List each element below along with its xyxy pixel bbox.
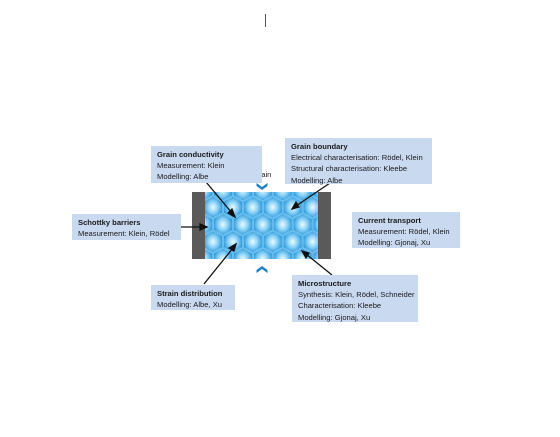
grain (213, 213, 233, 236)
grain (205, 196, 223, 219)
box-line: Measurement: Rödel, Klein (358, 227, 450, 237)
grain (302, 230, 318, 253)
box-line: Modelling: Albe, Xu (157, 300, 223, 310)
grain (205, 248, 213, 259)
arrowhead-strain-distribution (227, 242, 238, 252)
strain-label: strain (253, 170, 272, 179)
schottky-barriers-box: Schottky barriers Measurement: Klein, Rö… (72, 214, 181, 240)
grain (292, 213, 313, 236)
grain (253, 213, 273, 236)
grain-boundary-box: Grain boundary Electrical characterisati… (285, 138, 432, 185)
box-title: Schottky barriers (78, 218, 141, 227)
grain (205, 230, 223, 253)
grain (205, 214, 213, 235)
box-title: Grain conductivity (157, 150, 224, 159)
strain-arrow-down-icon (256, 183, 268, 190)
arrowhead-grain-boundary (290, 200, 300, 211)
arrow-grain-boundary (295, 182, 331, 207)
arrowhead-schottky (199, 223, 209, 231)
arrow-strain-distribution (203, 247, 234, 285)
strain-arrow-up-icon (256, 266, 268, 273)
grain (213, 192, 233, 202)
arrow-grain-conductivity (205, 181, 233, 214)
box-line: Characterisation: Kleebe (298, 301, 382, 311)
text-cursor-mark (265, 14, 266, 27)
grain (263, 265, 282, 287)
box-line: Measurement: Klein, Rödel (78, 229, 170, 239)
strain-distribution-box: Strain distribution Modelling: Albe, Xu (151, 285, 235, 310)
current-transport-box: Current transport Measurement: Rödel, Kl… (352, 212, 460, 248)
grain (223, 265, 242, 287)
grain (253, 283, 272, 305)
left-electrode (192, 192, 205, 259)
grain (333, 248, 352, 270)
box-title: Microstructure (298, 279, 352, 288)
grain (272, 213, 293, 236)
grain (273, 283, 292, 305)
grain (233, 283, 252, 305)
grain-conductivity-box: Grain conductivity Measurement: Klein Mo… (151, 146, 262, 183)
grain (353, 248, 372, 270)
grain (204, 265, 223, 287)
grain (243, 196, 263, 219)
grain (205, 192, 213, 201)
arrow-microstructure (305, 253, 333, 276)
box-line: Measurement: Klein (157, 161, 225, 171)
grain (272, 247, 293, 259)
grain (253, 247, 273, 259)
grain (253, 192, 273, 202)
right-electrode (318, 192, 331, 259)
arrowhead-microstructure (300, 249, 310, 260)
grain (223, 230, 243, 253)
grain (243, 230, 263, 253)
box-line: Modelling: Albe (291, 175, 343, 185)
box-title: Current transport (358, 216, 421, 225)
box-line: Modelling: Albe (157, 172, 209, 182)
box-line: Electrical characterisation: Rödel, Klei… (291, 153, 423, 163)
box-line: Synthesis: Klein, Rödel, Schneider (298, 290, 415, 300)
grain (233, 192, 253, 202)
arrowhead-grain-conductivity (226, 207, 237, 219)
grain (333, 214, 352, 236)
grain (262, 196, 283, 219)
box-line: Modelling: Gjonaj, Xu (358, 238, 431, 248)
microstructure-box: Microstructure Synthesis: Klein, Rödel, … (292, 275, 418, 322)
grain (272, 192, 293, 202)
box-line: Structural characterisation: Kleebe (291, 164, 408, 174)
grain (233, 213, 253, 236)
grain (262, 230, 283, 253)
grain (282, 230, 303, 253)
grain (213, 247, 233, 259)
box-title: Grain boundary (291, 142, 348, 151)
grain (312, 250, 318, 259)
grain (312, 215, 318, 234)
box-line: Modelling: Gjonaj, Xu (298, 312, 371, 322)
grain (302, 196, 318, 219)
box-title: Strain distribution (157, 289, 223, 298)
grain (233, 247, 253, 259)
